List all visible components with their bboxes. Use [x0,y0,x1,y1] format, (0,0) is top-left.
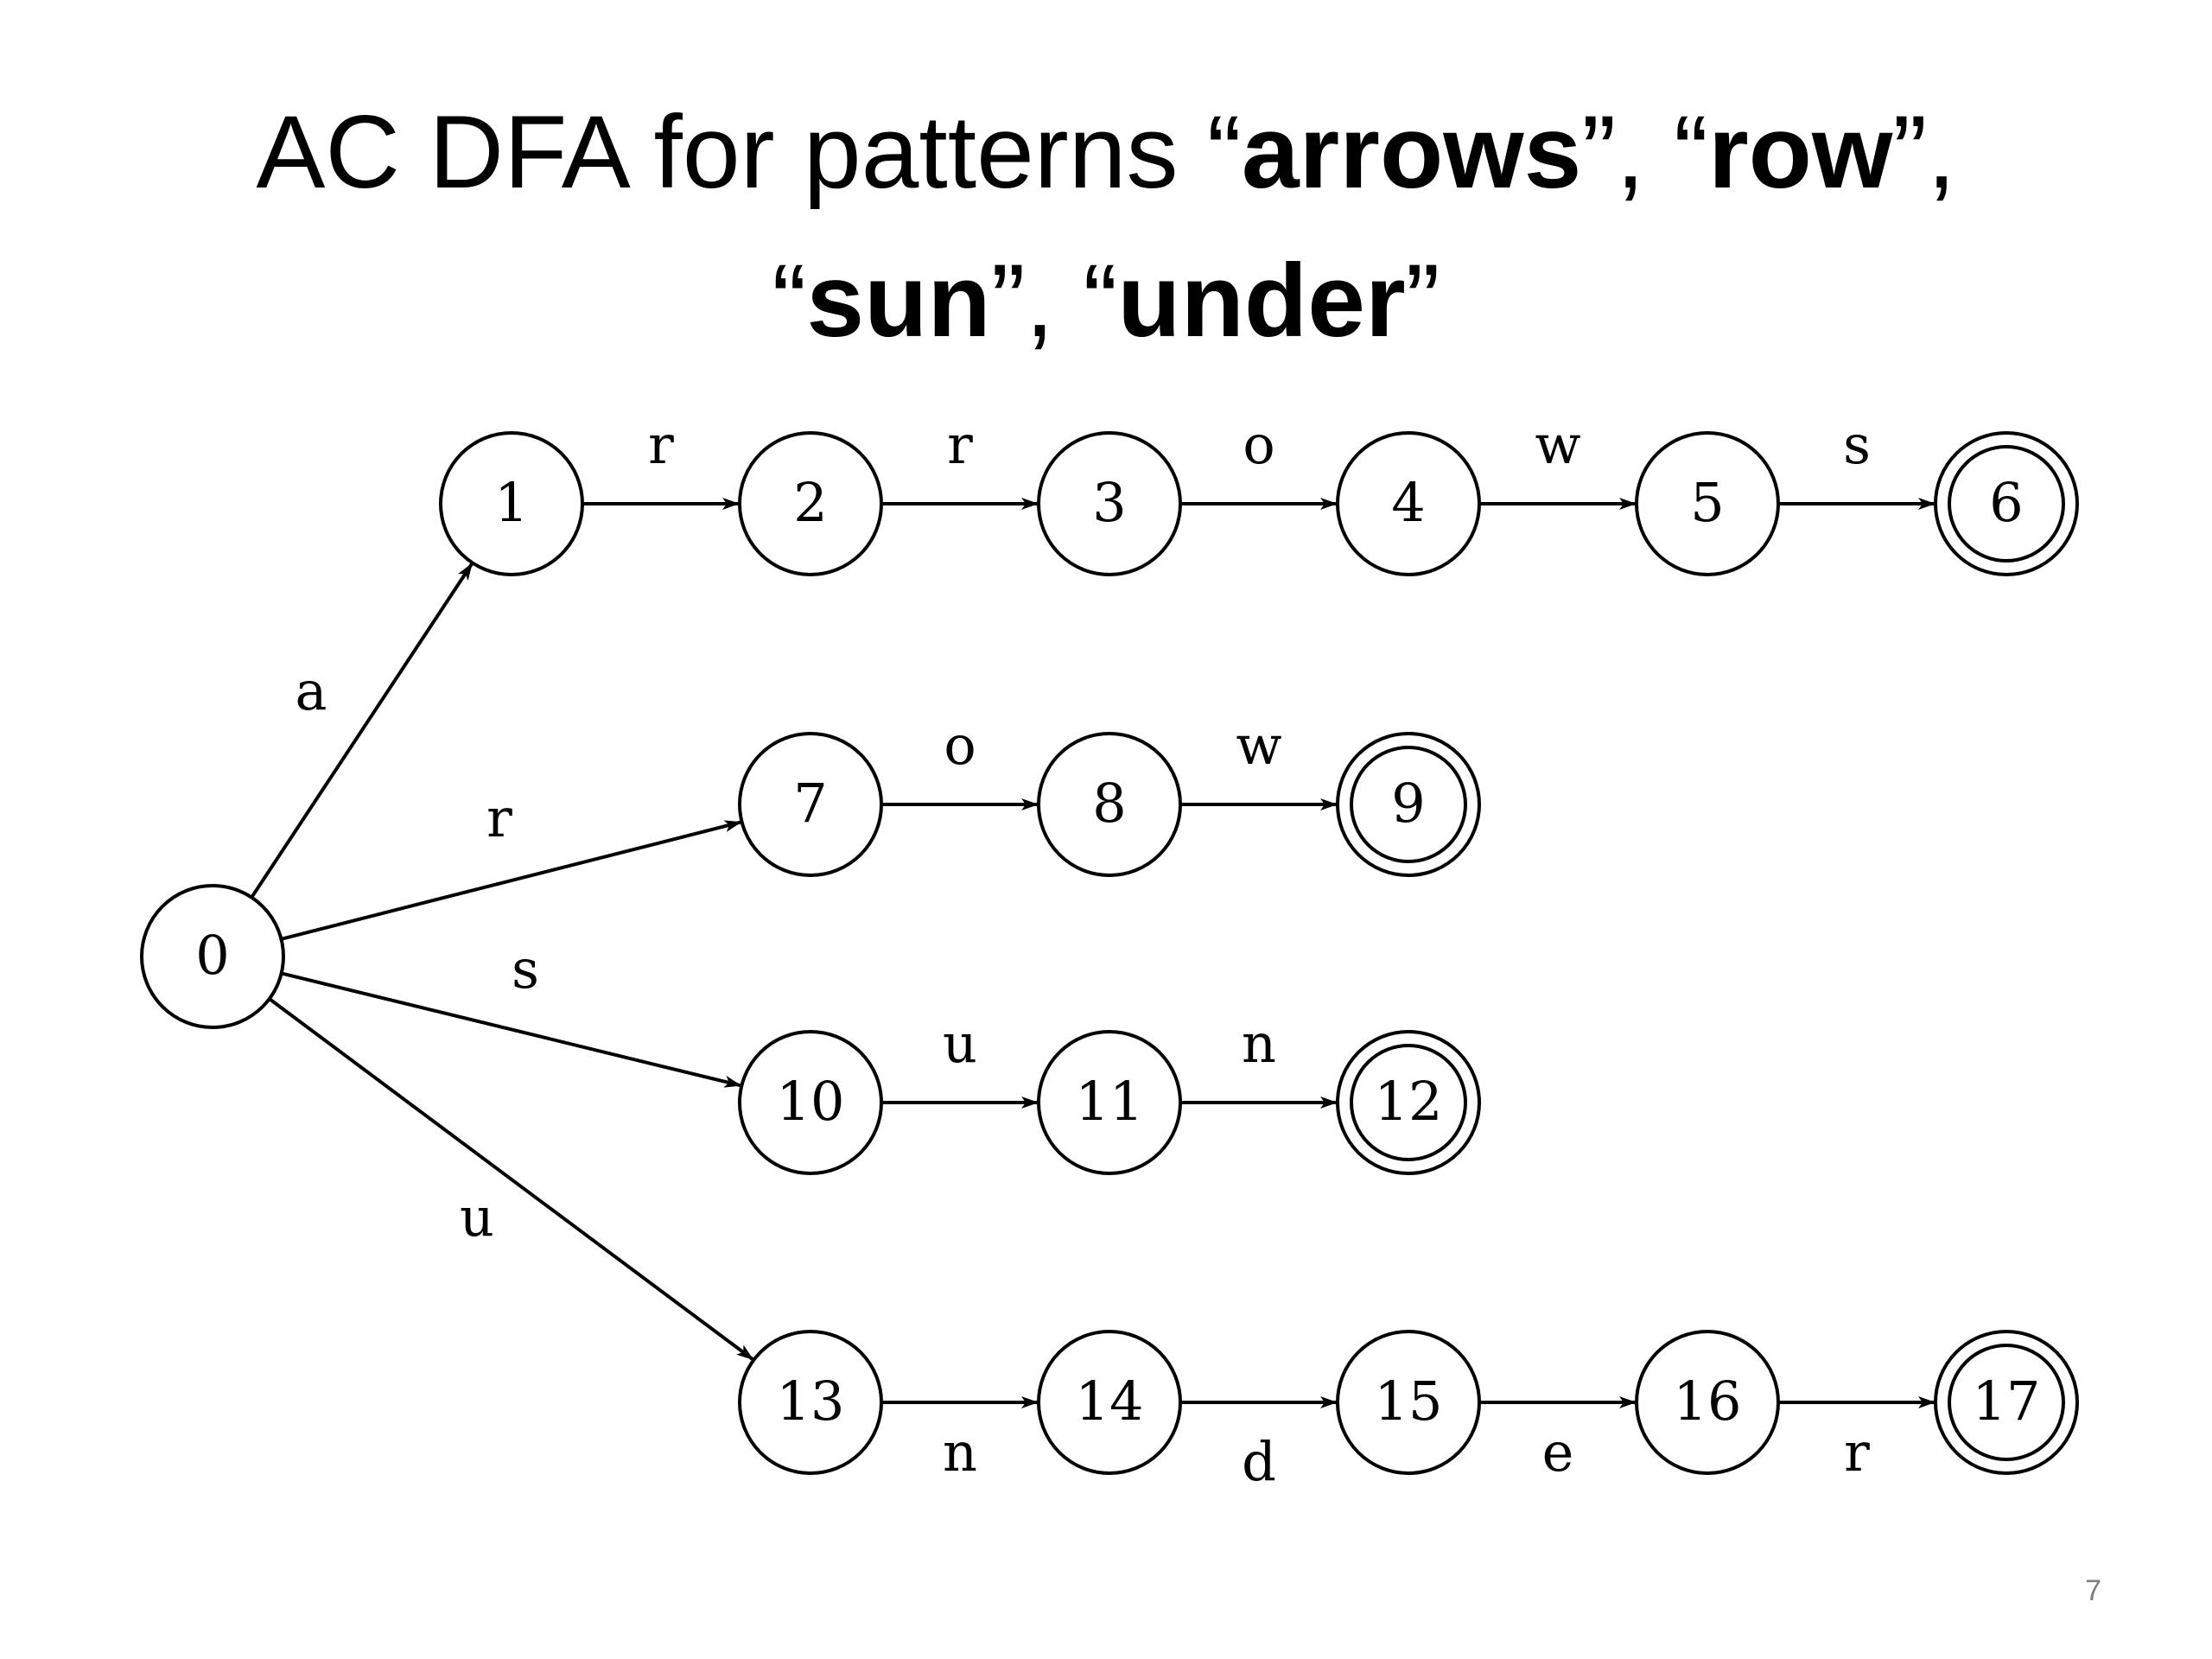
accepting-ring [1350,1044,1467,1161]
state-3: 3 [1037,431,1182,576]
transition-label-15-16: e [1542,1421,1574,1484]
title-separator: “ [772,243,807,359]
state-circle [1635,1330,1780,1475]
pattern-sun: sun [806,243,991,359]
state-14: 14 [1037,1330,1182,1475]
state-4: 4 [1336,431,1481,576]
pattern-under: under [1117,243,1406,359]
state-label: 15 [1375,1370,1443,1433]
state-circle [1336,732,1481,877]
transition-label-8-9: w [1236,714,1281,777]
transition-label-14-15: d [1242,1430,1276,1493]
page-number: 7 [2085,1574,2101,1607]
state-10: 10 [738,1030,883,1175]
transition-label-11-12: n [1242,1012,1276,1075]
state-circle [738,1330,883,1475]
state-17-accepting: 17 [1934,1330,2079,1475]
state-label: 13 [777,1370,845,1433]
transition-label-10-11: u [943,1012,977,1075]
transition-arrow-0-1 [250,563,474,899]
transition-label-13-14: n [943,1421,977,1484]
state-11: 11 [1037,1030,1182,1175]
state-label: 5 [1690,471,1724,534]
state-label: 0 [195,924,229,987]
state-label: 16 [1674,1370,1742,1433]
state-label: 6 [1989,471,2023,534]
state-circle [1037,431,1182,576]
transition-label-5-6: s [1843,413,1871,476]
state-label: 14 [1076,1370,1144,1433]
title-separator: ”, “ [990,243,1118,359]
state-circle [1934,1330,2079,1475]
accepting-ring [1350,746,1467,863]
pattern-arrows: arrows [1241,94,1582,210]
state-circle [1336,1030,1481,1175]
state-label: 4 [1391,471,1425,534]
transition-label-0-7: r [486,786,512,849]
state-label: 1 [494,471,528,534]
state-label: 11 [1076,1070,1144,1133]
state-circle [738,1030,883,1175]
accepting-ring [1948,445,2065,563]
state-9-accepting: 9 [1336,732,1481,877]
transition-label-4-5: w [1535,413,1580,476]
state-16: 16 [1635,1330,1780,1475]
title-separator: ”, [1892,94,1956,210]
state-circle [1037,1330,1182,1475]
accepting-ring [1948,1344,2065,1461]
state-2: 2 [738,431,883,576]
state-8: 8 [1037,732,1182,877]
state-label: 17 [1973,1370,2041,1433]
transition-label-0-1: a [296,659,327,722]
transition-label-7-8: o [944,714,976,777]
state-label: 12 [1375,1070,1443,1133]
state-circle [439,431,584,576]
transition-arrow-0-10 [281,971,742,1088]
state-5: 5 [1635,431,1780,576]
state-circle [1037,732,1182,877]
state-circle [738,431,883,576]
slide-title: AC DFA for patterns “arrows”, “row”, “su… [0,78,2212,375]
transition-label-2-3: r [947,413,973,476]
transition-label-1-2: r [648,413,674,476]
title-line-1: AC DFA for patterns “arrows”, “row”, [0,78,2212,226]
title-separator: ”, “ [1581,94,1708,210]
title-text: AC DFA for patterns “ [256,94,1242,210]
state-label: 2 [793,471,827,534]
title-line-2: “sun”, “under” [0,226,2212,375]
state-label: 8 [1092,772,1126,835]
title-separator: ” [1405,243,1440,359]
transition-label-3-4: o [1243,413,1274,476]
state-label: 7 [793,772,827,835]
transition-label-16-17: r [1844,1421,1870,1484]
transitions-layer: a r r o w s r o w s u n u n d e r [250,413,1936,1493]
state-6-accepting: 6 [1934,431,2079,576]
state-circle [140,884,285,1029]
state-circle [738,732,883,877]
state-label: 9 [1391,772,1425,835]
state-label: 3 [1092,471,1126,534]
state-circle [1336,431,1481,576]
state-1: 1 [439,431,584,576]
transition-label-0-13: u [460,1185,494,1249]
state-label: 10 [777,1070,845,1133]
state-15: 15 [1336,1330,1481,1475]
transition-arrow-0-7 [280,820,742,941]
state-7: 7 [738,732,883,877]
state-12-accepting: 12 [1336,1030,1481,1175]
state-circle [1934,431,2079,576]
state-circle [1635,431,1780,576]
state-circle [1037,1030,1182,1175]
pattern-row: row [1707,94,1893,210]
transition-label-0-10: s [512,938,539,1001]
state-0: 0 [140,884,285,1029]
state-13: 13 [738,1330,883,1475]
transition-arrow-0-13 [268,997,754,1361]
state-circle [1336,1330,1481,1475]
